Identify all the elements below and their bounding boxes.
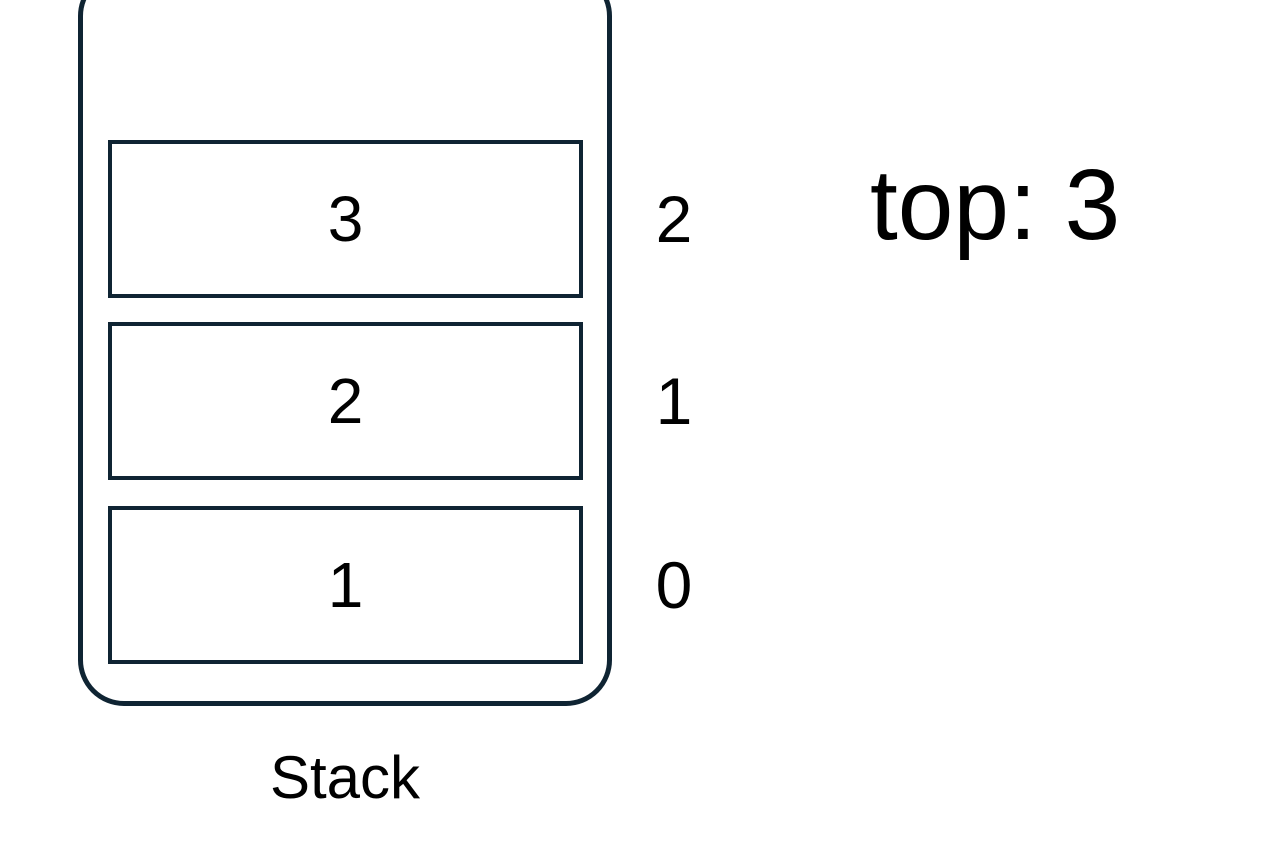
top-pointer-label: top: 3 <box>870 149 1121 261</box>
stack-cell-value: 3 <box>327 183 364 255</box>
index-value: 0 <box>655 548 693 622</box>
stack-cell-value: 1 <box>327 549 364 621</box>
stack-index-label: 2 <box>639 140 709 298</box>
stack-cell-value: 2 <box>327 365 364 437</box>
stack-index-label: 0 <box>639 506 709 664</box>
stack-cell-middle: 2 <box>108 322 583 480</box>
stack-index-label: 1 <box>639 322 709 480</box>
stack-cell-bottom: 1 <box>108 506 583 664</box>
stack-caption: Stack <box>269 744 421 811</box>
index-value: 2 <box>655 182 693 256</box>
stack-cell-top: 3 <box>108 140 583 298</box>
index-value: 1 <box>655 364 693 438</box>
